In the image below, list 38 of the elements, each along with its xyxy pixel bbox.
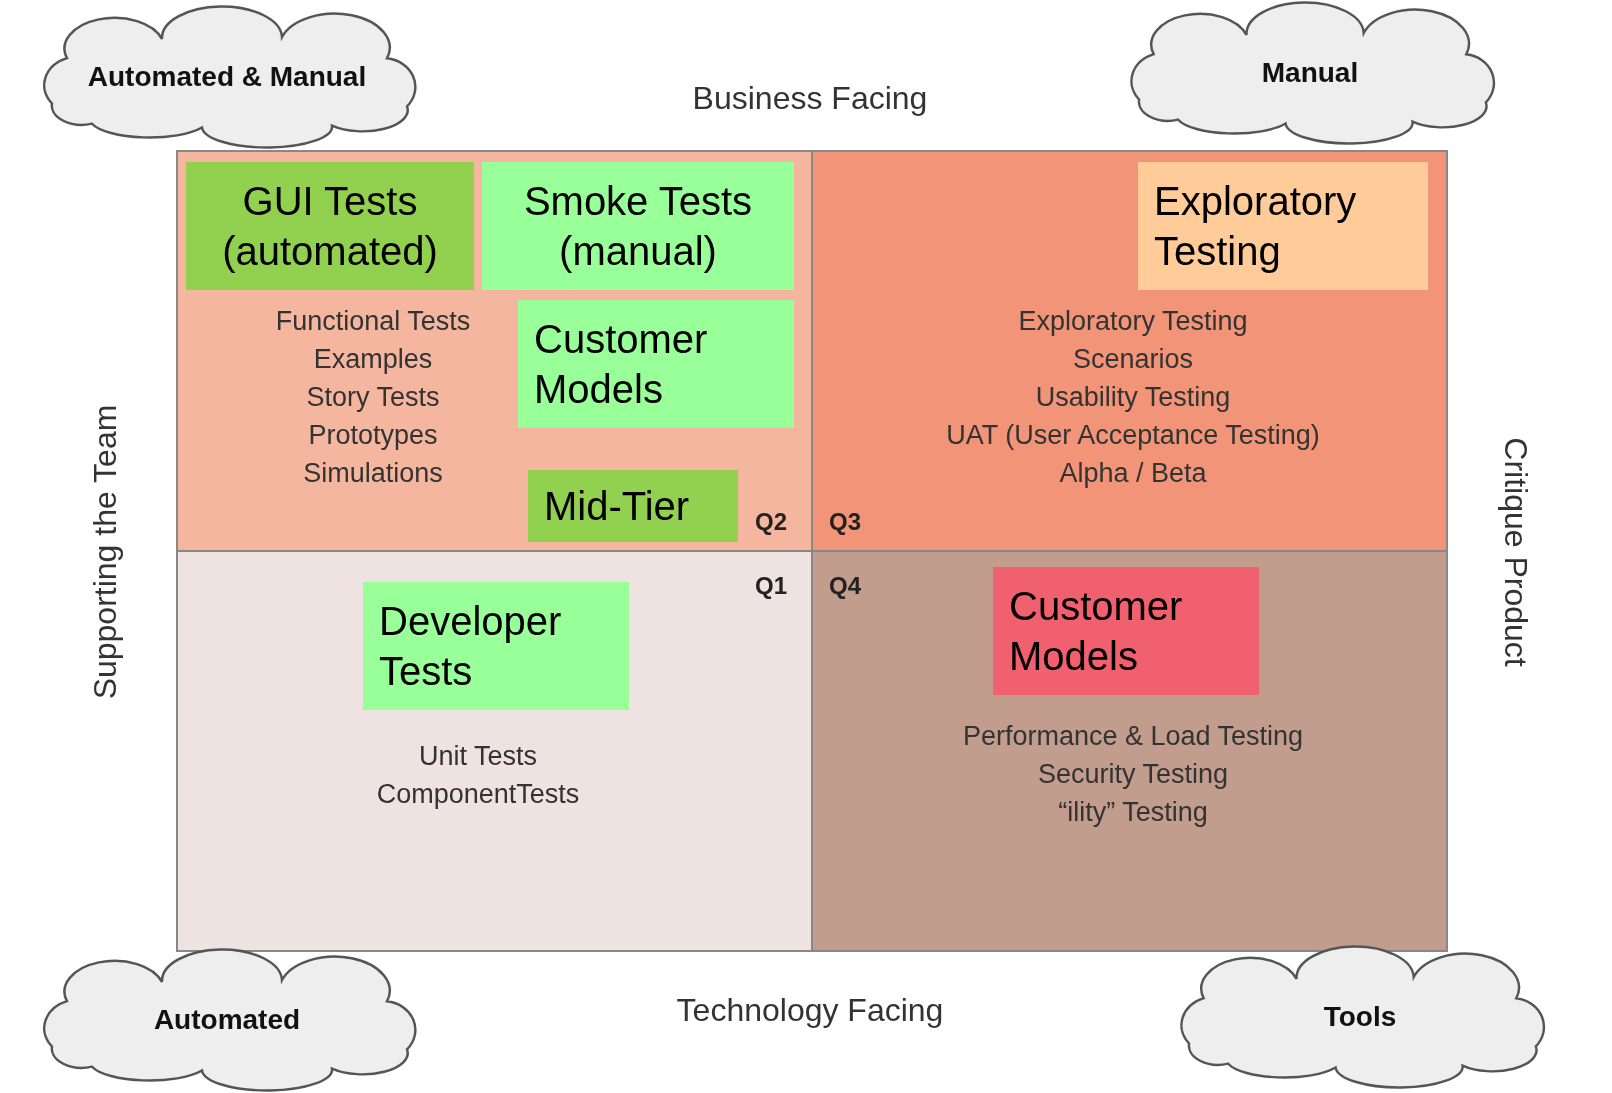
list-item: ComponentTests (375, 778, 581, 811)
sticky-note: Customer Models (993, 567, 1259, 695)
list-item: Security Testing (1036, 758, 1230, 791)
quadrant-label: Q1 (755, 572, 787, 600)
quadrant-panel (811, 550, 1448, 952)
list-item: Exploratory Testing (1017, 305, 1249, 338)
list-item: “ility” Testing (1057, 796, 1209, 829)
sticky-note: Developer Tests (363, 582, 629, 710)
sticky-note: Smoke Tests (manual) (482, 162, 794, 290)
cloud-label: Manual (1261, 57, 1359, 89)
list-item: Scenarios (1071, 343, 1195, 376)
list-item: Alpha / Beta (1058, 457, 1208, 490)
cloud-label: Tools (1323, 1001, 1397, 1033)
list-item: Functional Tests (274, 305, 472, 338)
quadrant-label: Q4 (829, 572, 861, 600)
axis-label: Critique Product (1496, 437, 1534, 667)
cloud-label: Automated & Manual (87, 61, 367, 93)
list-item: Usability Testing (1034, 381, 1232, 414)
sticky-note: GUI Tests (automated) (186, 162, 474, 290)
cloud-label: Automated (153, 1004, 301, 1036)
axis-label: Supporting the Team (86, 404, 124, 700)
sticky-note: Mid-Tier (528, 470, 738, 542)
list-item: Simulations (302, 457, 444, 490)
sticky-note: Customer Models (518, 300, 794, 428)
list-item: UAT (User Acceptance Testing) (945, 419, 1321, 452)
quadrant-panel (176, 550, 813, 952)
quadrant-label: Q3 (829, 508, 861, 536)
quadrant-label: Q2 (755, 508, 787, 536)
list-item: Prototypes (307, 419, 439, 452)
list-item: Performance & Load Testing (961, 720, 1305, 753)
quadrant-panel (176, 150, 813, 552)
list-item: Story Tests (305, 381, 441, 414)
axis-label: Business Facing (691, 80, 929, 117)
list-item: Unit Tests (417, 740, 538, 773)
list-item: Examples (312, 343, 434, 376)
quadrant-panel (811, 150, 1448, 552)
sticky-note: Exploratory Testing (1138, 162, 1428, 290)
axis-label: Technology Facing (675, 992, 945, 1029)
